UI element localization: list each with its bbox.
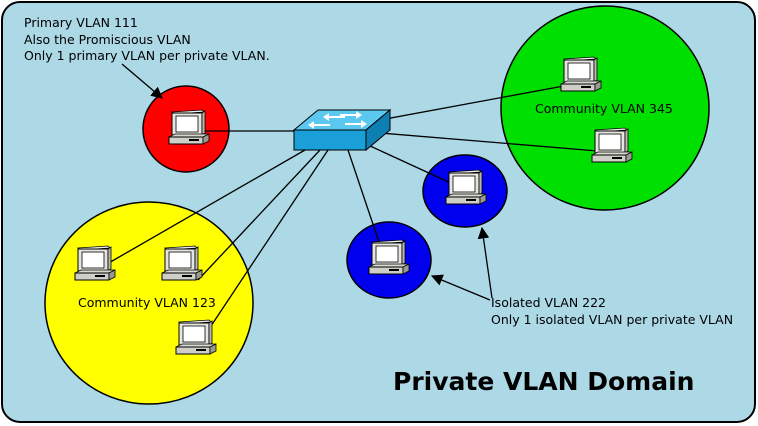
workstation-icon [368,239,410,275]
primary-note-line1: Primary VLAN 111 [24,15,138,30]
workstation-icon [168,109,210,145]
primary-note-line2: Also the Promiscious VLAN [24,32,191,47]
isolated-note-line1: Isolated VLAN 222 [491,295,606,310]
switch-icon [292,108,392,152]
community-vlan-345-circle [500,5,710,211]
annotation-arrows [121,63,493,301]
community-vlan-123-label: Community VLAN 123 [78,295,216,310]
workstation-icon [591,127,633,163]
workstation-icon [560,56,602,92]
primary-note-line3: Only 1 primary VLAN per private VLAN. [24,48,270,63]
workstation-icon [161,245,203,281]
workstation-icon [445,169,487,205]
isolated-note-line2: Only 1 isolated VLAN per private VLAN [491,312,733,327]
community-vlan-345-label: Community VLAN 345 [535,101,673,116]
connection-lines [99,82,611,336]
workstation-icon [175,319,217,355]
domain-title: Private VLAN Domain [393,367,694,396]
workstation-icon [74,245,116,281]
